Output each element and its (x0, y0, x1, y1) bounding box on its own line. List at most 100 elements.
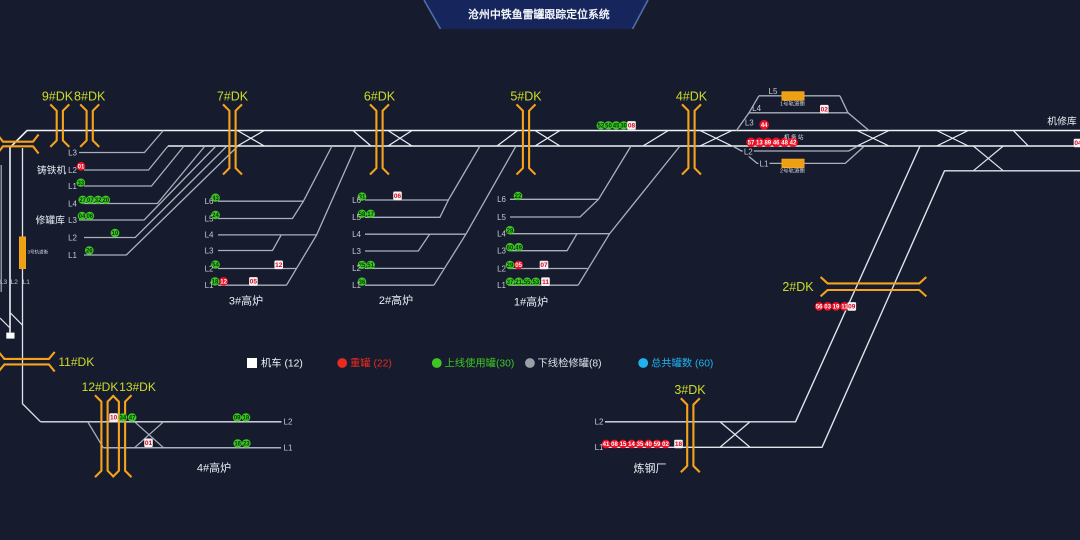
svg-text:上线使用罐(30): 上线使用罐(30) (445, 357, 515, 370)
svg-text:L2: L2 (205, 264, 214, 273)
svg-text:22: 22 (515, 194, 522, 200)
svg-text:3#DK: 3#DK (674, 383, 706, 397)
svg-text:33: 33 (77, 181, 84, 187)
svg-text:4#DK: 4#DK (676, 90, 708, 104)
svg-text:02: 02 (821, 106, 829, 113)
svg-text:47: 47 (129, 416, 136, 422)
svg-text:89: 89 (764, 140, 771, 146)
svg-text:7#DK: 7#DK (217, 90, 249, 104)
svg-text:04: 04 (79, 214, 86, 220)
svg-text:52: 52 (598, 124, 605, 130)
svg-text:53: 53 (532, 280, 539, 286)
svg-text:1号轨道衡: 1号轨道衡 (780, 99, 806, 107)
svg-text:1#高炉: 1#高炉 (514, 295, 548, 309)
svg-text:L1: L1 (68, 251, 77, 260)
svg-text:L2: L2 (595, 418, 604, 427)
svg-text:30: 30 (620, 124, 627, 130)
svg-text:下线检修罐(8): 下线检修罐(8) (538, 357, 602, 370)
svg-text:14: 14 (628, 442, 635, 448)
svg-text:35: 35 (637, 442, 644, 448)
svg-text:55: 55 (524, 280, 531, 286)
svg-text:L1: L1 (760, 160, 769, 169)
svg-text:02: 02 (662, 442, 669, 448)
svg-text:43: 43 (212, 196, 219, 202)
svg-text:L2: L2 (284, 418, 293, 427)
svg-text:L6: L6 (352, 196, 361, 205)
svg-text:L1: L1 (68, 182, 77, 191)
svg-text:23: 23 (243, 442, 250, 448)
svg-text:L2: L2 (11, 279, 19, 286)
svg-text:37: 37 (507, 280, 514, 286)
svg-text:3#高炉: 3#高炉 (229, 294, 263, 308)
svg-text:L1: L1 (205, 281, 214, 290)
svg-text:10: 10 (112, 231, 119, 237)
svg-text:11: 11 (542, 279, 549, 286)
svg-text:4#高炉: 4#高炉 (197, 461, 231, 475)
svg-text:56: 56 (816, 305, 823, 311)
svg-text:07: 07 (87, 198, 94, 204)
svg-text:L2: L2 (68, 166, 77, 175)
svg-text:17: 17 (367, 212, 374, 218)
svg-text:41: 41 (603, 442, 610, 448)
svg-text:L3: L3 (68, 148, 77, 157)
svg-text:3号轨道衡: 3号轨道衡 (28, 249, 49, 256)
svg-text:5#DK: 5#DK (510, 90, 542, 104)
svg-text:机修库: 机修库 (1047, 114, 1077, 127)
svg-text:L1: L1 (497, 281, 506, 290)
svg-text:20: 20 (102, 198, 109, 204)
svg-text:05: 05 (250, 279, 258, 286)
svg-text:03: 03 (824, 305, 831, 311)
svg-text:49: 49 (515, 245, 522, 251)
svg-text:L3: L3 (68, 216, 77, 225)
svg-text:50: 50 (605, 124, 612, 130)
svg-text:L3: L3 (745, 119, 754, 128)
svg-text:11: 11 (841, 305, 848, 311)
svg-text:L6: L6 (497, 195, 506, 204)
svg-text:L5: L5 (352, 213, 361, 222)
svg-text:18: 18 (212, 280, 219, 286)
svg-text:L1: L1 (284, 444, 293, 453)
svg-text:18: 18 (243, 416, 250, 422)
svg-text:9#DK: 9#DK (42, 90, 74, 104)
svg-text:机 务 站: 机 务 站 (784, 133, 804, 141)
svg-text:45: 45 (613, 124, 620, 130)
svg-text:重罐 (22): 重罐 (22) (350, 357, 392, 370)
svg-text:57: 57 (748, 140, 755, 146)
svg-text:铸铁机: 铸铁机 (37, 163, 67, 176)
svg-text:59: 59 (654, 442, 661, 448)
svg-text:07: 07 (540, 262, 548, 269)
svg-text:05: 05 (515, 263, 522, 269)
svg-text:L4: L4 (205, 231, 214, 240)
svg-text:12: 12 (275, 262, 283, 269)
svg-text:32: 32 (95, 198, 102, 204)
svg-text:13#DK: 13#DK (119, 380, 156, 394)
svg-text:01: 01 (78, 164, 85, 170)
svg-text:L3: L3 (497, 247, 506, 256)
svg-text:L2: L2 (497, 264, 506, 273)
svg-text:L5: L5 (769, 87, 778, 96)
svg-text:34: 34 (120, 416, 127, 422)
svg-text:25: 25 (359, 263, 366, 269)
svg-text:16: 16 (234, 442, 241, 448)
svg-text:27: 27 (79, 198, 86, 204)
svg-text:L3: L3 (0, 279, 7, 286)
svg-text:06: 06 (86, 214, 93, 220)
svg-text:54: 54 (212, 263, 219, 269)
svg-text:28: 28 (507, 228, 514, 234)
svg-text:15: 15 (620, 442, 627, 448)
svg-text:L2: L2 (68, 233, 77, 242)
svg-text:炼钢厂: 炼钢厂 (634, 461, 667, 475)
svg-text:12#DK: 12#DK (82, 380, 119, 394)
svg-text:修罐库: 修罐库 (36, 214, 66, 227)
svg-text:08: 08 (611, 442, 618, 448)
svg-text:06: 06 (394, 193, 402, 200)
svg-text:6#DK: 6#DK (364, 90, 396, 104)
svg-text:24: 24 (212, 213, 219, 219)
svg-text:L1: L1 (595, 443, 604, 452)
svg-text:26: 26 (86, 249, 93, 255)
svg-text:08: 08 (628, 123, 636, 130)
svg-text:L5: L5 (497, 213, 506, 222)
svg-text:2#DK: 2#DK (782, 280, 814, 294)
svg-text:40: 40 (645, 442, 652, 448)
svg-text:10: 10 (110, 415, 118, 422)
